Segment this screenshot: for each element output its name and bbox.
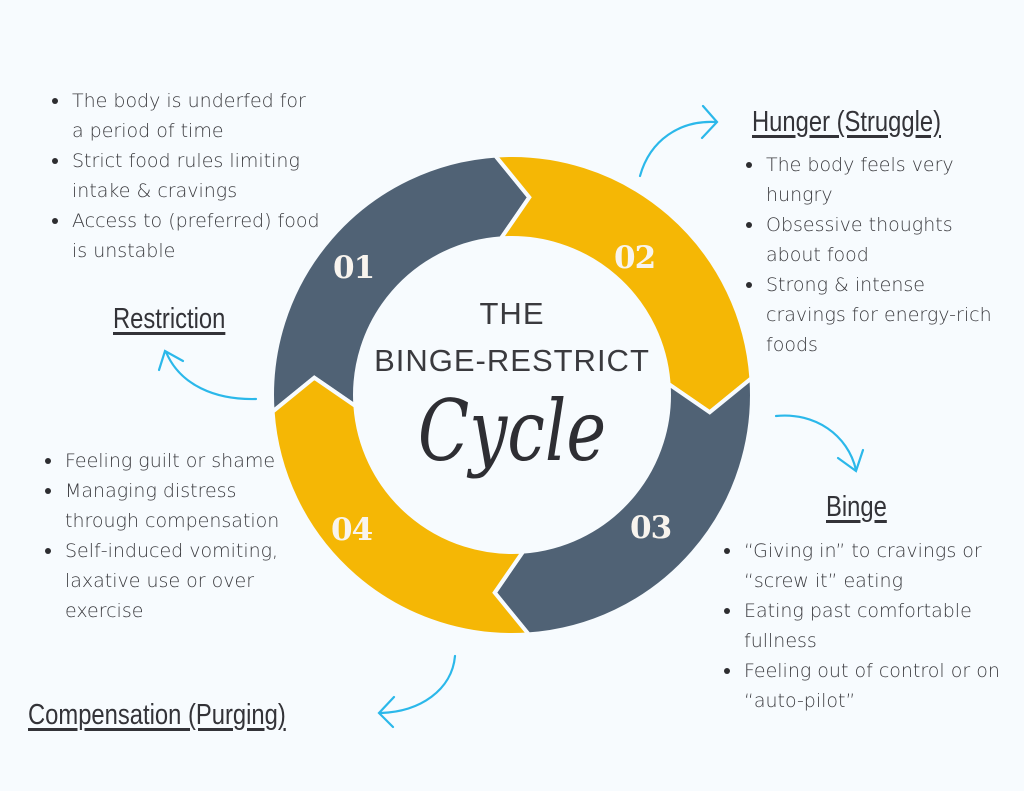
list-item: Managing distress through compensation bbox=[45, 476, 295, 536]
list-item: “Giving in” to cravings or “screw it” ea… bbox=[724, 536, 1014, 596]
list-item: Access to (preferred) food is unstable bbox=[52, 206, 322, 266]
list-item: Feeling out of control or on “auto-pilot… bbox=[724, 656, 1014, 716]
ring-segment-04 bbox=[270, 375, 533, 637]
heading-hunger: Hunger (Struggle) bbox=[752, 106, 942, 138]
list-item: Strict food rules limiting intake & crav… bbox=[52, 146, 322, 206]
center-title-binge-restrict: BINGE-RESTRICT bbox=[374, 343, 650, 378]
heading-restriction: Restriction bbox=[113, 303, 226, 335]
hunger-bullets: The body feels very hungry Obsessive tho… bbox=[746, 150, 1006, 360]
arrow-to-restriction bbox=[157, 349, 258, 401]
list-item: Eating past comfortable fullness bbox=[724, 596, 1014, 656]
arrow-to-compensation bbox=[377, 654, 457, 729]
compensation-bullets: Feeling guilt or shame Managing distress… bbox=[45, 446, 295, 626]
binge-bullets: “Giving in” to cravings or “screw it” ea… bbox=[724, 536, 1014, 716]
segment-number-03: 03 bbox=[630, 510, 672, 546]
heading-compensation: Compensation (Purging) bbox=[28, 699, 286, 731]
center-title-the: THE bbox=[479, 296, 545, 331]
segment-number-01: 01 bbox=[333, 250, 375, 286]
restriction-bullets: The body is underfed for a period of tim… bbox=[52, 86, 322, 266]
list-item: The body feels very hungry bbox=[746, 150, 1006, 210]
list-item: Strong & intense cravings for energy-ric… bbox=[746, 270, 1006, 360]
arrow-to-hunger bbox=[638, 104, 719, 178]
list-item: The body is underfed for a period of tim… bbox=[52, 86, 322, 146]
heading-binge: Binge bbox=[826, 491, 887, 523]
list-item: Feeling guilt or shame bbox=[45, 446, 295, 476]
arrow-to-binge bbox=[774, 414, 865, 473]
list-item: Obsessive thoughts about food bbox=[746, 210, 1006, 270]
center-title-cycle: Cycle bbox=[417, 382, 607, 480]
list-item: Self-induced vomiting, laxative use or o… bbox=[45, 536, 295, 626]
segment-number-04: 04 bbox=[331, 512, 373, 548]
segment-number-02: 02 bbox=[614, 240, 656, 276]
